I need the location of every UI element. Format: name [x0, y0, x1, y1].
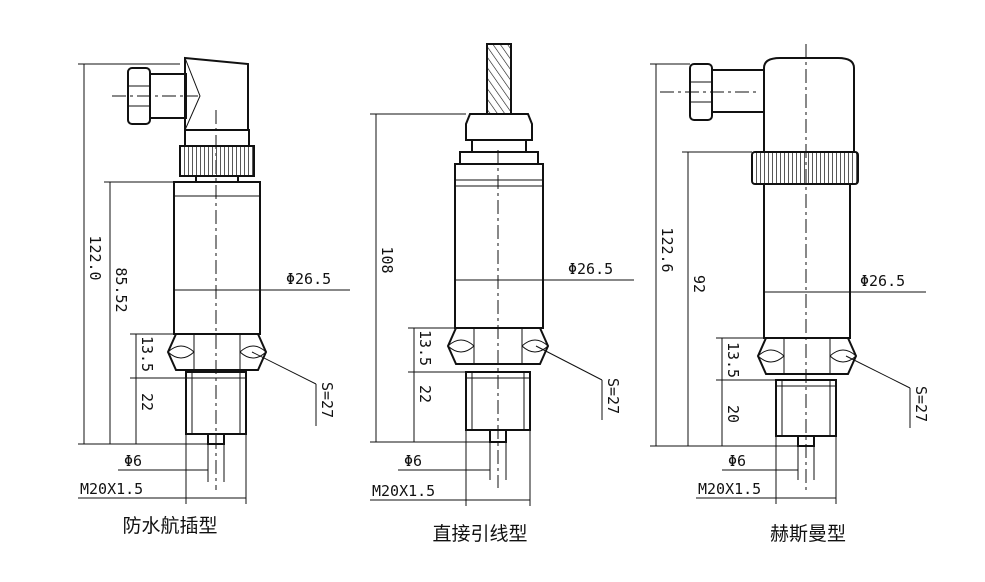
dim-spanner: S=27 [912, 386, 930, 422]
dim-hex-height: 13.5 [724, 342, 742, 378]
dim-diameter: Φ26.5 [568, 260, 613, 278]
dim-thread-spec: M20X1.5 [372, 482, 435, 500]
drawing-waterproof-plug: 122.0 85.52 13.5 22 Φ26.5 S=27 Φ6 M20X1.… [78, 56, 350, 537]
hex-nut [756, 337, 858, 375]
sensor-body [763, 183, 851, 339]
caption-direct-cable: 直接引线型 [432, 523, 527, 545]
knurled-ring [751, 151, 859, 185]
hex-nut [446, 327, 550, 365]
hex-nut [166, 333, 268, 371]
knurled-ring [179, 145, 255, 177]
dim-port-diameter: Φ6 [728, 452, 746, 470]
dim-spanner: S=27 [318, 382, 336, 418]
connector-housing [660, 57, 855, 153]
drawing-direct-cable: 108 13.5 22 Φ26.5 S=27 Φ6 M20X1.5 直接引线型 [370, 43, 634, 545]
dim-thread-length: 22 [416, 385, 434, 403]
sensor-body [454, 163, 544, 329]
sensor-body [173, 181, 261, 335]
dim-spanner: S=27 [604, 378, 622, 414]
drawing-hirschmann: 122.6 92 13.5 20 Φ26.5 S=27 Φ6 M20X1.5 赫… [650, 44, 930, 545]
dim-thread-spec: M20X1.5 [698, 480, 761, 498]
dim-body-height: 85.52 [112, 267, 130, 312]
dim-total-height: 122.6 [658, 227, 676, 272]
dim-diameter: Φ26.5 [860, 272, 905, 290]
dim-thread-spec: M20X1.5 [80, 480, 143, 498]
caption-hirschmann: 赫斯曼型 [770, 523, 846, 545]
cable [486, 43, 512, 115]
dim-body-height: 92 [690, 275, 708, 293]
dim-total-height: 122.0 [86, 235, 104, 280]
knurled-nut [184, 129, 250, 147]
dim-port-diameter: Φ6 [404, 452, 422, 470]
dim-hex-height: 13.5 [416, 330, 434, 366]
cable-gland [459, 113, 539, 165]
dim-thread-length: 22 [138, 393, 156, 411]
dim-hex-height: 13.5 [138, 336, 156, 372]
dim-thread-length: 20 [724, 405, 742, 423]
dim-total-height: 108 [378, 246, 396, 273]
dim-diameter: Φ26.5 [286, 270, 331, 288]
connector-housing [112, 56, 249, 131]
dim-port-diameter: Φ6 [124, 452, 142, 470]
caption-waterproof-plug: 防水航插型 [122, 515, 217, 537]
